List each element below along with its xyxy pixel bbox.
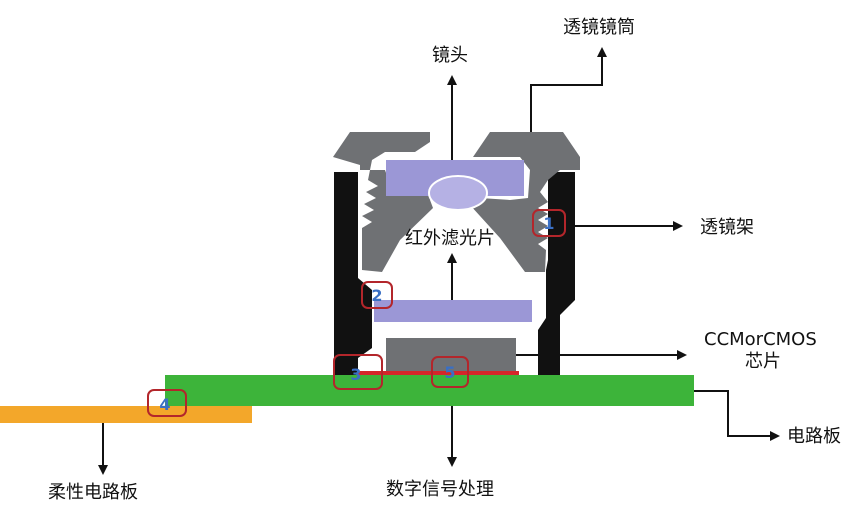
lens-barrel-arrow	[530, 47, 607, 132]
marker-4: 4	[147, 389, 187, 417]
lens-holder-label: 透镜架	[700, 217, 754, 238]
sensor-label-line2: 芯片	[745, 351, 781, 372]
svg-text:1: 1	[543, 214, 554, 233]
sensor-label-line1: CCMorCMOS	[704, 329, 817, 350]
svg-text:4: 4	[159, 395, 170, 414]
lens-holder-left	[334, 172, 372, 375]
fpc-board	[0, 406, 252, 423]
ir-filter-label: 红外滤光片	[405, 228, 495, 249]
lens-center	[428, 175, 488, 211]
ir-filter-plate	[374, 300, 532, 322]
svg-text:3: 3	[350, 365, 361, 384]
svg-text:5: 5	[444, 363, 455, 382]
lens-barrel-right	[470, 132, 580, 272]
lens-barrel-left	[333, 132, 445, 272]
marker-1: 1	[532, 209, 566, 237]
marker-5: 5	[431, 356, 469, 388]
svg-text:2: 2	[371, 286, 382, 305]
marker-3: 3	[333, 354, 383, 390]
sensor-chip	[386, 338, 516, 371]
pcb-arrow	[694, 390, 780, 441]
marker-2: 2	[361, 281, 393, 309]
dsp-label: 数字信号处理	[386, 479, 494, 500]
lens-barrel-label: 透镜镜筒	[563, 17, 635, 38]
pcb-label: 电路板	[787, 426, 841, 447]
lens-label: 镜头	[432, 45, 468, 66]
pcb-board	[165, 375, 694, 406]
sensor-base	[357, 371, 519, 375]
fpc-label: 柔性电路板	[48, 482, 138, 503]
